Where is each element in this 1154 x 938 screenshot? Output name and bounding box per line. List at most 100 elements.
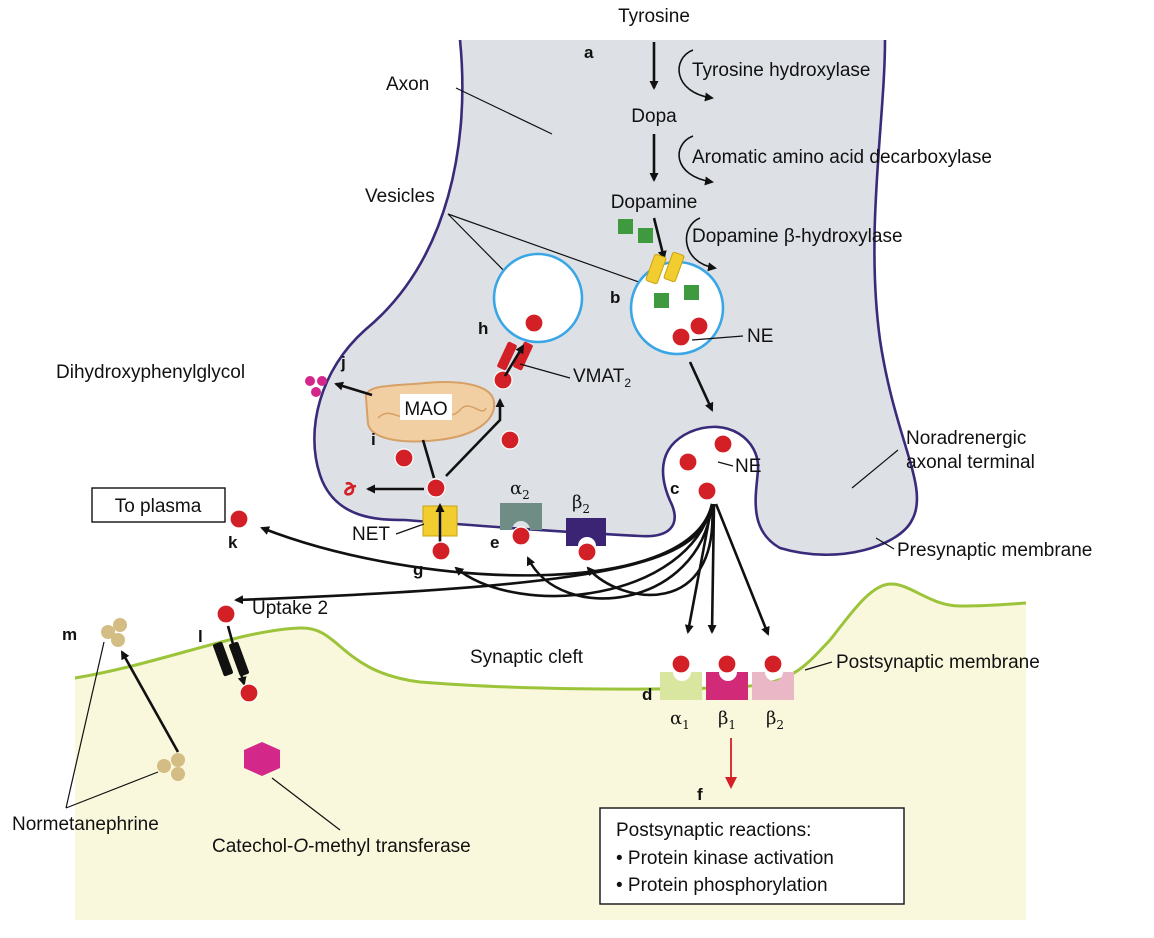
norepinephrine-molecule [697, 481, 717, 501]
ne-cleft-label: NE [735, 456, 761, 477]
postsynaptic-reactions-box [599, 807, 905, 905]
norepinephrine-molecule [500, 430, 520, 450]
mao-to-dhpg-arrow [334, 381, 373, 397]
ne-vesicle-leader [691, 335, 744, 341]
net-leader [395, 523, 425, 535]
ne-to-beta2-post-arrow [714, 503, 770, 636]
alpha2-receptor [500, 503, 542, 530]
norepinephrine-molecule [229, 509, 249, 529]
letter-l: l [198, 627, 203, 646]
dopa-label: Dopa [631, 106, 677, 127]
ne-to-uptake2-arrow [234, 503, 714, 605]
normetanephrine-molecule [157, 759, 171, 773]
tyrosine-hydroxylase-label: Tyrosine hydroxylase [692, 60, 870, 81]
norepinephrine-molecule [671, 654, 691, 674]
postsynaptic-membrane-label: Postsynaptic membrane [836, 652, 1040, 673]
normetanephrine-molecule [171, 767, 185, 781]
to-plasma-box [91, 487, 226, 523]
norepinephrine-molecule [239, 683, 259, 703]
vesicle-transporter [645, 253, 667, 285]
aadc-arrow [678, 135, 714, 186]
letter-d: d [642, 685, 652, 704]
noradrenergic-label-line1: Noradrenergic [906, 428, 1026, 449]
metabolite-squiggle [344, 481, 357, 496]
reactions-title: Postsynaptic reactions: [616, 820, 811, 841]
norepinephrine-molecule [493, 370, 513, 390]
dhpg-molecule [311, 387, 321, 397]
ne-to-mao-line [421, 439, 436, 479]
exocytosis-arrow [688, 361, 714, 412]
normetanephrine-label: Normetanephrine [12, 814, 159, 835]
letter-a: a [584, 43, 594, 62]
letter-h: h [478, 319, 488, 338]
dopamine-label: Dopamine [611, 192, 698, 213]
ne-to-beta1-arrow [707, 503, 717, 634]
vesicles-leader-2 [447, 213, 651, 287]
vesicle-left [492, 252, 584, 344]
letter-f: f [697, 785, 703, 804]
ne-cleft-leader [717, 461, 734, 467]
beta2-presynaptic-receptor [566, 518, 606, 546]
vmat2-label: VMAT2 [573, 366, 631, 390]
dopamine-molecule [654, 293, 669, 308]
presynaptic-leader [875, 537, 895, 550]
beta1-label: β1 [718, 708, 736, 732]
beta1-receptor [706, 672, 748, 700]
axon-leader [455, 87, 553, 135]
ne-to-beta2-pre-arrow [586, 503, 714, 597]
to-plasma-label: To plasma [115, 496, 202, 517]
dbh-label: Dopamine β-hydroxylase [692, 226, 903, 247]
vesicles-label: Vesicles [365, 186, 435, 207]
norepinephrine-molecule [524, 313, 544, 333]
norepinephrine-molecule [717, 654, 737, 674]
uptake2-transporter [213, 641, 233, 677]
normetanephrine-molecule [171, 753, 185, 767]
dbh-arrow [685, 217, 717, 272]
normetanephrine-molecule [111, 633, 125, 647]
tyrosine-hydroxylase-arrow [678, 49, 714, 102]
vmat2-uptake-arrow [503, 344, 525, 377]
normetanephrine-molecule [113, 618, 127, 632]
uptake2-arrow [226, 625, 247, 686]
dopamine-molecule [684, 285, 699, 300]
beta2-postsynaptic-receptor [752, 672, 794, 700]
dhpg-molecule [317, 376, 327, 386]
norepinephrine-molecule [426, 478, 446, 498]
norepinephrine-molecule [713, 434, 733, 454]
vmat2-transporter [513, 341, 533, 371]
comt-leader [271, 777, 341, 831]
comt-enzyme [244, 742, 280, 776]
mao-label: MAO [404, 399, 447, 420]
letter-m: m [62, 625, 77, 644]
aadc-label: Aromatic amino acid decarboxylase [692, 147, 992, 168]
alpha2-label: α2 [510, 478, 530, 502]
reactions-item: • Protein phosphorylation [616, 875, 828, 896]
norepinephrine-molecule [216, 604, 236, 624]
dopamine-molecule [618, 219, 633, 234]
ne-to-vesicle-arrow [445, 398, 505, 477]
norepinephrine-molecule [577, 542, 597, 562]
presynaptic-membrane-label: Presynaptic membrane [897, 540, 1092, 561]
normetanephrine-leader-2 [65, 771, 159, 809]
norepinephrine-molecule [511, 526, 531, 546]
net-label: NET [352, 524, 390, 545]
letter-j: j [340, 353, 346, 372]
dhpg-molecule [305, 376, 315, 386]
normetanephrine-leader-1 [65, 641, 105, 809]
norepinephrine-molecule [689, 316, 709, 336]
comt-label: Catechol-O-methyl transferase [212, 836, 471, 857]
synaptic-cleft-label: Synaptic cleft [470, 647, 584, 668]
dopamine-molecule [638, 228, 653, 243]
mao-label-bg [400, 394, 452, 420]
norepinephrine-molecule [671, 327, 691, 347]
vmat2-transporter [497, 341, 517, 371]
norepinephrine-molecule [431, 541, 451, 561]
letter-b: b [610, 288, 620, 307]
vmat2-leader [519, 363, 571, 379]
normetanephrine-molecule [101, 625, 115, 639]
letter-k: k [228, 533, 238, 552]
norepinephrine-molecule [678, 452, 698, 472]
alpha1-label: α1 [670, 708, 690, 732]
letter-c: c [670, 479, 679, 498]
